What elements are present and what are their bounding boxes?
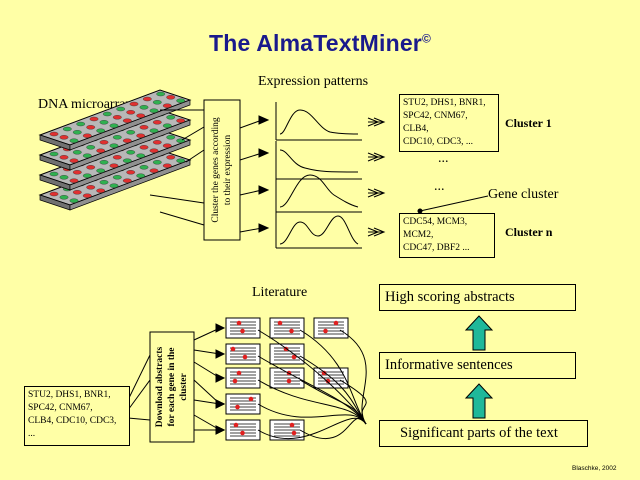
abstract-document [225,419,261,441]
abstract-document [225,343,261,365]
credit: Blaschke, 2002 [572,465,617,472]
cluster-1-genes: STU2, DHS1, BNR1, SPC42, CNM67, CLB4, CD… [399,94,499,152]
abstract-document [225,367,261,389]
abstract-document [225,393,261,415]
abstract-document [269,317,305,339]
gene-cluster-label: Gene cluster [488,187,559,202]
expression-patterns-label: Expression patterns [258,74,369,89]
microarray-slide [38,109,192,171]
ellipsis-1: ... [438,151,449,166]
abstract-document [225,317,261,339]
informative-sentences-box: Informative sentences [379,352,576,379]
abstract-document [269,343,305,365]
cluster-1-label: Cluster 1 [505,116,552,130]
ellipsis-2: ... [434,179,445,194]
abstract-document [269,367,305,389]
microarray-slide [38,89,192,151]
microarray-stack [38,89,192,211]
input-gene-list: STU2, DHS1, BNR1, SPC42, CNM67, CLB4, CD… [24,386,130,446]
significant-parts-box: Significant parts of the text [379,420,588,447]
abstract-document [269,419,305,441]
cluster-n-genes: CDC54, MCM3, MCM2, CDC47, DBF2 ... [399,213,495,258]
literature-label: Literature [252,285,308,300]
abstract-document [313,317,349,339]
high-scoring-abstracts-box: High scoring abstracts [379,284,576,311]
page-title: The AlmaTextMiner© [208,30,432,56]
cluster-n-label: Cluster n [505,225,553,239]
literature-documents [225,317,349,441]
